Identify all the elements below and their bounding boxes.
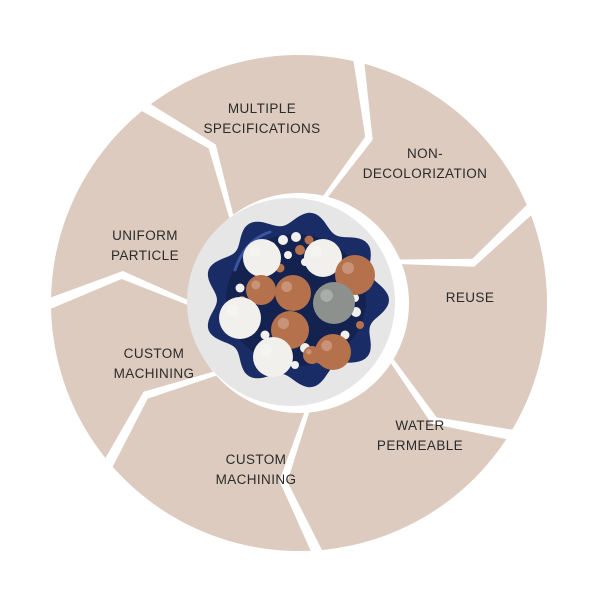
small-bead	[278, 235, 288, 245]
label-line: WATER	[395, 418, 444, 433]
small-bead	[356, 321, 364, 329]
segment-uniform-particle	[51, 111, 230, 301]
small-bead	[260, 330, 270, 340]
segment-reuse	[393, 215, 547, 430]
ceramic-ball	[313, 282, 355, 324]
ceramic-ball	[315, 334, 351, 370]
small-bead	[235, 283, 245, 293]
label-water-permeable: WATER PERMEABLE	[377, 418, 463, 453]
label-line: PARTICLE	[111, 248, 179, 263]
segment-non-decolorization	[328, 63, 527, 260]
ceramic-ball	[304, 239, 342, 277]
small-bead	[295, 245, 305, 255]
labels-layer: MULTIPLE SPECIFICATIONS NON- DECOLORIZATION…	[111, 101, 494, 487]
ceramic-ball	[335, 255, 375, 295]
label-custom-machining-left: CUSTOM MACHINING	[114, 346, 195, 381]
ball-shine	[320, 289, 333, 302]
ball-shine	[310, 245, 323, 257]
label-line: CUSTOM	[226, 452, 287, 467]
label-reuse: REUSE	[446, 290, 495, 305]
small-bead	[291, 361, 299, 369]
ceramic-ball	[246, 275, 276, 305]
label-line: REUSE	[446, 290, 495, 305]
center-photo	[187, 198, 395, 406]
segment-multiple-specifications	[150, 55, 366, 215]
ceramic-ball	[243, 239, 281, 277]
ceramic-balls-bowl-icon	[207, 212, 389, 388]
label-uniform-particle: UNIFORM PARTICLE	[111, 228, 179, 263]
label-line: UNIFORM	[112, 228, 178, 243]
ball-shine	[260, 344, 272, 356]
ball-shine	[306, 349, 312, 355]
segment-custom-machining-bottom	[112, 375, 311, 551]
ceramic-ball	[303, 346, 321, 364]
label-line: PERMEABLE	[377, 438, 463, 453]
ball-shine	[281, 281, 293, 293]
label-multiple-specifications: MULTIPLE SPECIFICATIONS	[203, 101, 320, 136]
ceramic-ball	[253, 337, 293, 377]
label-non-decolorization: NON- DECOLORIZATION	[363, 146, 488, 181]
label-line: SPECIFICATIONS	[203, 121, 320, 136]
segment-custom-machining-left	[51, 279, 214, 459]
label-line: MULTIPLE	[228, 101, 296, 116]
ball-shine	[226, 304, 239, 317]
label-custom-machining-bottom: CUSTOM MACHINING	[216, 452, 297, 487]
small-bead	[304, 235, 314, 245]
label-line: MACHINING	[114, 366, 195, 381]
ball-shine	[342, 262, 354, 274]
label-line: CUSTOM	[124, 346, 185, 361]
small-bead	[284, 251, 292, 259]
ball-shine	[277, 317, 290, 330]
label-line: DECOLORIZATION	[363, 166, 488, 181]
segment-water-permeable	[287, 363, 507, 550]
ball-shine	[321, 340, 333, 352]
ball-shine	[251, 280, 261, 290]
ball-shine	[249, 245, 261, 257]
ceramic-ball	[219, 297, 261, 339]
ceramic-ball	[275, 275, 311, 311]
small-bead	[291, 232, 301, 242]
label-line: MACHINING	[216, 472, 297, 487]
segments-layer	[51, 55, 547, 551]
label-line: NON-	[407, 146, 443, 161]
